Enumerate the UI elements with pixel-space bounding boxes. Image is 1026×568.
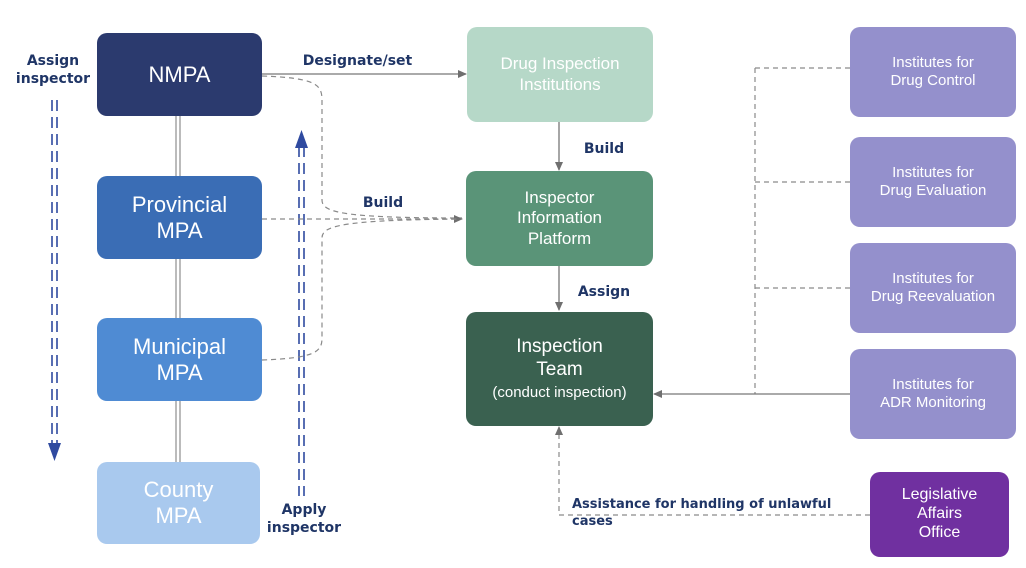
build-center-label: Build xyxy=(583,141,625,157)
institutes-drug-reevaluation-box: Institutes for Drug Reevaluation xyxy=(850,243,1016,333)
county-mpa-box: County MPA xyxy=(97,462,260,544)
assign-inspector-label: Assign inspector xyxy=(15,53,91,88)
institutes-drug-evaluation-label: Institutes for Drug Evaluation xyxy=(879,164,987,199)
inspection-team-subtitle: (conduct inspection) xyxy=(492,384,627,402)
inspection-team-title: Inspection Team xyxy=(516,336,603,380)
provincial-mpa-label: Provincial MPA xyxy=(131,191,228,243)
institutes-drug-control-box: Institutes for Drug Control xyxy=(850,27,1016,117)
assign-inspector-arrow xyxy=(48,100,61,461)
apply-inspector-label: Apply inspector xyxy=(266,502,342,537)
institutes-drug-reevaluation-label: Institutes for Drug Reevaluation xyxy=(870,270,996,305)
institutes-bracket xyxy=(754,67,850,394)
inspector-platform-label: Inspector Information Platform xyxy=(516,188,603,248)
hierarchy-connector xyxy=(175,115,181,462)
assistance-label: Assistance for handling of unlawful case… xyxy=(572,497,832,529)
build-left-label: Build xyxy=(362,195,404,211)
inspector-platform-box: Inspector Information Platform xyxy=(466,171,653,266)
municipal-mpa-box: Municipal MPA xyxy=(97,318,262,401)
county-mpa-label: County MPA xyxy=(143,477,214,528)
institutes-adr-monitoring-box: Institutes for ADR Monitoring xyxy=(850,349,1016,439)
assistance-arrow xyxy=(555,426,870,516)
legislative-affairs-office-box: Legislative Affairs Office xyxy=(870,472,1009,557)
designate-set-label: Designate/set xyxy=(302,53,413,69)
institutes-drug-control-label: Institutes for Drug Control xyxy=(890,54,976,89)
drug-inspection-institutions-label: Drug Inspection Institutions xyxy=(500,54,620,94)
institutes-adr-monitoring-label: Institutes for ADR Monitoring xyxy=(880,376,986,411)
legislative-affairs-office-label: Legislative Affairs Office xyxy=(901,486,978,541)
assign-label: Assign xyxy=(577,284,631,300)
provincial-mpa-box: Provincial MPA xyxy=(97,176,262,259)
apply-inspector-arrow xyxy=(295,130,308,496)
drug-inspection-institutions-box: Drug Inspection Institutions xyxy=(467,27,653,122)
institutes-drug-evaluation-box: Institutes for Drug Evaluation xyxy=(850,137,1016,227)
nmpa-box: NMPA xyxy=(97,33,262,116)
build-dashed-connectors xyxy=(261,75,463,361)
inspection-team-box: Inspection Team (conduct inspection) xyxy=(466,312,653,426)
nmpa-label: NMPA xyxy=(148,61,211,87)
municipal-mpa-label: Municipal MPA xyxy=(133,333,226,385)
